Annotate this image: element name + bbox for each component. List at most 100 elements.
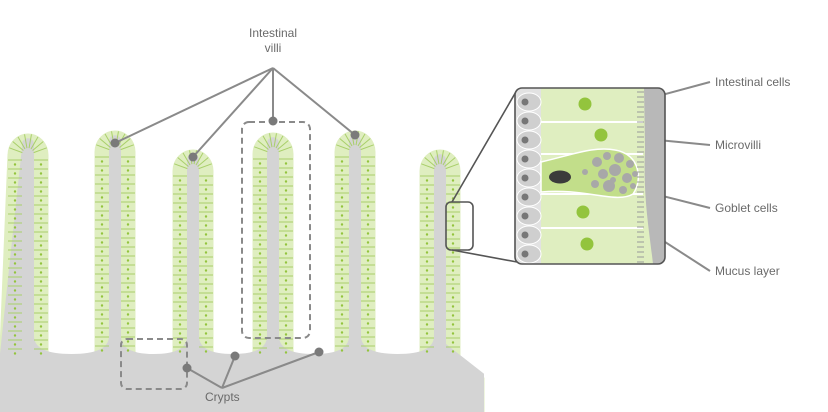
cell-border [254,146,268,153]
cell-nucleus [100,268,104,271]
goblet-granule [603,180,615,192]
cell-nucleus [284,234,288,237]
cell-border [17,136,26,150]
basal-cell [516,225,542,245]
cell-nucleus [425,206,429,209]
cell-nucleus [258,306,262,309]
cell-nucleus [340,349,344,352]
cell-nucleus [13,208,17,211]
cell-nucleus [340,340,344,343]
cell-nucleus [39,226,43,229]
cell-border [444,157,456,167]
crypt-leader-line [221,351,320,389]
cell-nucleus [126,241,130,244]
cell-border [275,135,284,149]
cell-border [32,141,44,151]
cell-nucleus [451,287,455,290]
cell-nucleus [284,162,288,165]
villi-pointer-dot [110,138,120,148]
inset-magnification [445,87,666,265]
cell-nucleus [204,350,208,353]
cell-nucleus [126,304,130,307]
cell-nucleus [340,304,344,307]
cell-nucleus [258,333,262,336]
cell-nucleus [178,341,182,344]
cell-nucleus [204,269,208,272]
cell-nucleus [39,217,43,220]
cell-border [360,144,374,151]
cell-nucleus [425,332,429,335]
zoom-line-top [451,89,518,203]
cell-nucleus [366,304,370,307]
cell-nucleus [451,224,455,227]
inset-frame [514,87,666,265]
goblet-granule [614,153,624,163]
cell-nucleus [204,260,208,263]
goblet-granule [632,171,638,177]
mucus-layer-label: Mucus layer [715,264,780,278]
cell-nucleus [366,331,370,334]
intestinal-cell-nucleus [576,205,590,219]
cell-nucleus [284,261,288,264]
cell-border [269,133,273,148]
cell-nucleus [340,313,344,316]
cell-nucleus [204,242,208,245]
cell-nucleus [39,244,43,247]
cell-border [277,140,289,150]
goblet-granule [622,173,632,183]
cell-nucleus [39,199,43,202]
cell-nucleus [284,333,288,336]
goblet-granule [609,164,621,176]
cell-nucleus [126,214,130,217]
cell-nucleus [178,287,182,290]
goblet-granule [630,183,636,189]
cell-border [24,134,28,149]
cell-border [262,135,271,149]
villus-highlight-box [241,121,311,339]
cell-nucleus [13,271,17,274]
cell-nucleus [204,251,208,254]
cell-border [421,163,435,170]
cell-nucleus [366,340,370,343]
cell-nucleus [13,316,17,319]
cell-border [182,152,191,166]
cell-nucleus [451,341,455,344]
cell-nucleus [425,251,429,254]
cell-nucleus [126,268,130,271]
cell-nucleus [178,269,182,272]
cell-nucleus [284,351,288,354]
cell-nucleus [425,197,429,200]
cell-border [424,157,436,167]
cell-nucleus [284,297,288,300]
cell-nucleus [100,313,104,316]
cell-nucleus [178,296,182,299]
cell-nucleus [340,259,344,262]
cell-nucleus [340,232,344,235]
cell-border [177,157,189,167]
cell-nucleus [425,188,429,191]
cell-nucleus [366,223,370,226]
basal-cell [516,130,542,150]
intestinal-cell-nucleus [594,128,608,142]
cell-nucleus [366,250,370,253]
basal-cell-nucleus [521,250,529,258]
cell-nucleus [284,324,288,327]
cell-nucleus [258,288,262,291]
cell-nucleus [284,270,288,273]
cell-nucleus [13,181,17,184]
cell-nucleus [13,262,17,265]
cell-nucleus [178,197,182,200]
basal-cell [516,244,542,264]
cell-nucleus [126,340,130,343]
cell-nucleus [100,286,104,289]
basal-cell-nucleus [521,117,529,125]
cell-nucleus [366,277,370,280]
cell-nucleus [366,241,370,244]
cell-nucleus [39,190,43,193]
cell-nucleus [340,250,344,253]
cell-nucleus [178,224,182,227]
crypt-pointer-dot [182,363,192,373]
cell-nucleus [204,287,208,290]
cell-border [197,157,209,167]
cell-nucleus [39,280,43,283]
